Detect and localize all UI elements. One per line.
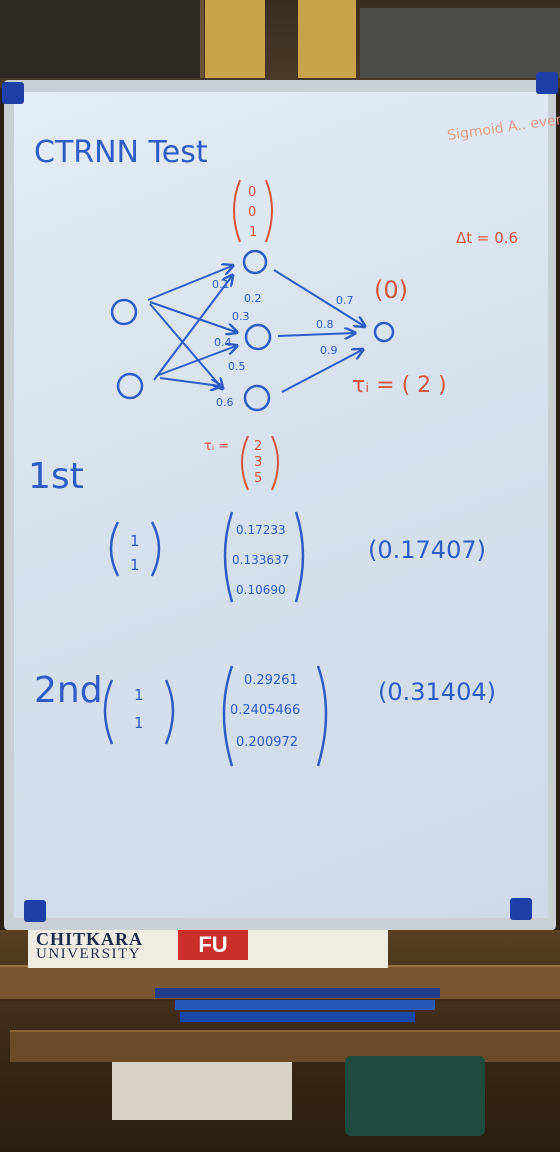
step2-hidden-2: 0.200972	[236, 735, 298, 750]
step2-hidden-0: 0.29261	[244, 673, 298, 688]
whiteboard-surface	[14, 92, 548, 918]
output-initial: (0)	[374, 276, 408, 304]
step2-input-0: 1	[134, 686, 144, 704]
step1-input-1: 1	[130, 556, 140, 574]
shelf-board	[10, 1030, 560, 1062]
board-corner	[510, 898, 532, 920]
weight-label: 0.8	[316, 318, 334, 331]
weight-label: 0.6	[216, 396, 234, 409]
hidden-node	[243, 384, 271, 412]
weight-label: 0.4	[214, 336, 232, 349]
input-top-1: 0	[248, 205, 256, 220]
input-top-0: 0	[248, 185, 256, 200]
bag	[345, 1056, 485, 1136]
cardboard-box	[112, 1062, 292, 1120]
board-corner	[536, 72, 558, 94]
output-node	[373, 321, 395, 343]
brand-name: CHITKARA	[36, 929, 144, 949]
weight-label: 0.9	[320, 344, 338, 357]
step1-output: (0.17407)	[368, 536, 486, 564]
step2-label: 2nd	[34, 670, 103, 711]
step2-input-1: 1	[134, 714, 144, 732]
board-corner	[2, 82, 24, 104]
board-corner	[24, 900, 46, 922]
step1-label: 1st	[28, 456, 84, 497]
step1-hidden-0: 0.17233	[236, 523, 286, 537]
hidden-node	[242, 249, 268, 275]
brand-subtitle: UNIVERSITY	[36, 946, 141, 962]
weight-label: 0.5	[228, 360, 246, 373]
input-node	[110, 298, 138, 326]
step1-hidden-1: 0.133637	[232, 553, 289, 567]
cabinet-door	[205, 0, 265, 78]
dt-label: Δt = 0.6	[456, 229, 518, 247]
tau-hidden-label: τᵢ =	[204, 439, 229, 454]
hidden-node	[244, 323, 272, 351]
cabinet-door	[298, 0, 356, 78]
step1-input-0: 1	[130, 532, 140, 550]
tau-hidden-2: 5	[254, 471, 262, 486]
step1-hidden-2: 0.10690	[236, 583, 286, 597]
note-sigmoid: Sigmoid A.. every.. 1	[446, 108, 560, 144]
weight-label: 0.7	[336, 294, 354, 307]
input-node	[116, 372, 144, 400]
step2-hidden-1: 0.2405466	[230, 703, 300, 718]
tau-hidden-0: 2	[254, 439, 262, 454]
cabinet-door	[0, 0, 204, 78]
brand-logo-icon: FU	[178, 930, 248, 960]
tau-hidden-1: 3	[254, 455, 262, 470]
weight-label: 0.2	[244, 292, 262, 305]
weight-label: 0.1	[212, 278, 230, 291]
tau-output: τᵢ = ( 2 )	[352, 373, 447, 398]
step2-output: (0.31404)	[378, 678, 496, 706]
weight-label: 0.3	[232, 310, 250, 323]
binders	[155, 988, 440, 1024]
input-top-2: 1	[249, 225, 257, 240]
cabinet-door	[360, 8, 560, 78]
board-title: CTRNN Test	[34, 135, 208, 170]
